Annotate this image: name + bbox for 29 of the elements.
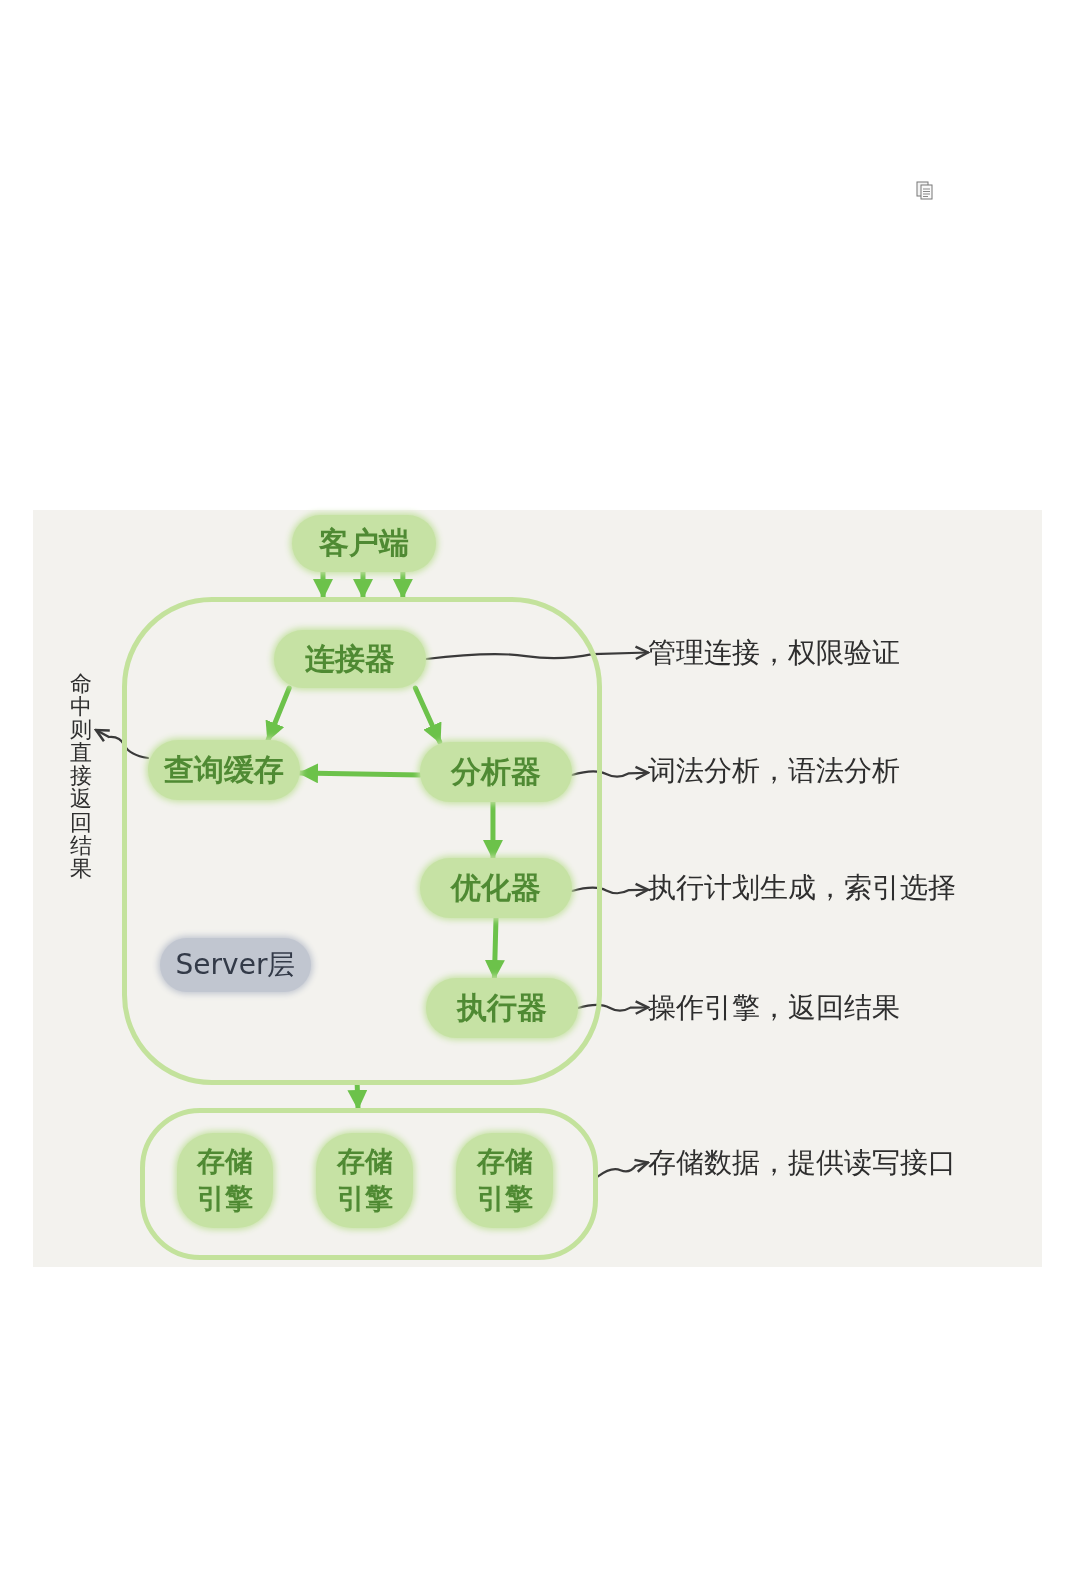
squiggle-arrow <box>424 645 650 661</box>
rounded-outline <box>122 597 602 1085</box>
arrow <box>347 1082 368 1111</box>
component-pill: 优化器 <box>420 858 572 918</box>
component-pill: 连接器 <box>274 630 426 688</box>
annotation-text: 命中则直接返回结果 <box>66 672 96 904</box>
annotation-text: 操作引擎，返回结果 <box>648 985 938 1030</box>
arrow <box>265 685 292 743</box>
arrow <box>353 569 373 600</box>
component-pill: 执行器 <box>426 978 578 1038</box>
squiggle-arrow <box>570 765 650 781</box>
arrow <box>482 799 503 861</box>
arrow <box>392 569 413 600</box>
squiggle-arrow <box>596 1158 650 1178</box>
arrow <box>412 685 443 745</box>
component-pill: 客户端 <box>292 515 436 572</box>
squiggle-arrow <box>576 1000 650 1015</box>
layer-tag: Server层 <box>160 938 311 992</box>
annotation-text: 执行计划生成，索引选择 <box>648 865 978 910</box>
arrow <box>313 569 333 600</box>
squiggle-arrow <box>94 728 150 760</box>
component-pill: 分析器 <box>420 742 572 802</box>
rounded-outline <box>140 1108 598 1260</box>
squiggle-arrow <box>570 882 650 898</box>
annotation-text: 管理连接，权限验证 <box>648 630 938 675</box>
annotation-text: 存储数据，提供读写接口 <box>648 1140 988 1185</box>
component-pill: 查询缓存 <box>148 740 300 800</box>
annotation-text: 词法分析，语法分析 <box>648 748 938 793</box>
arrow <box>484 915 505 981</box>
